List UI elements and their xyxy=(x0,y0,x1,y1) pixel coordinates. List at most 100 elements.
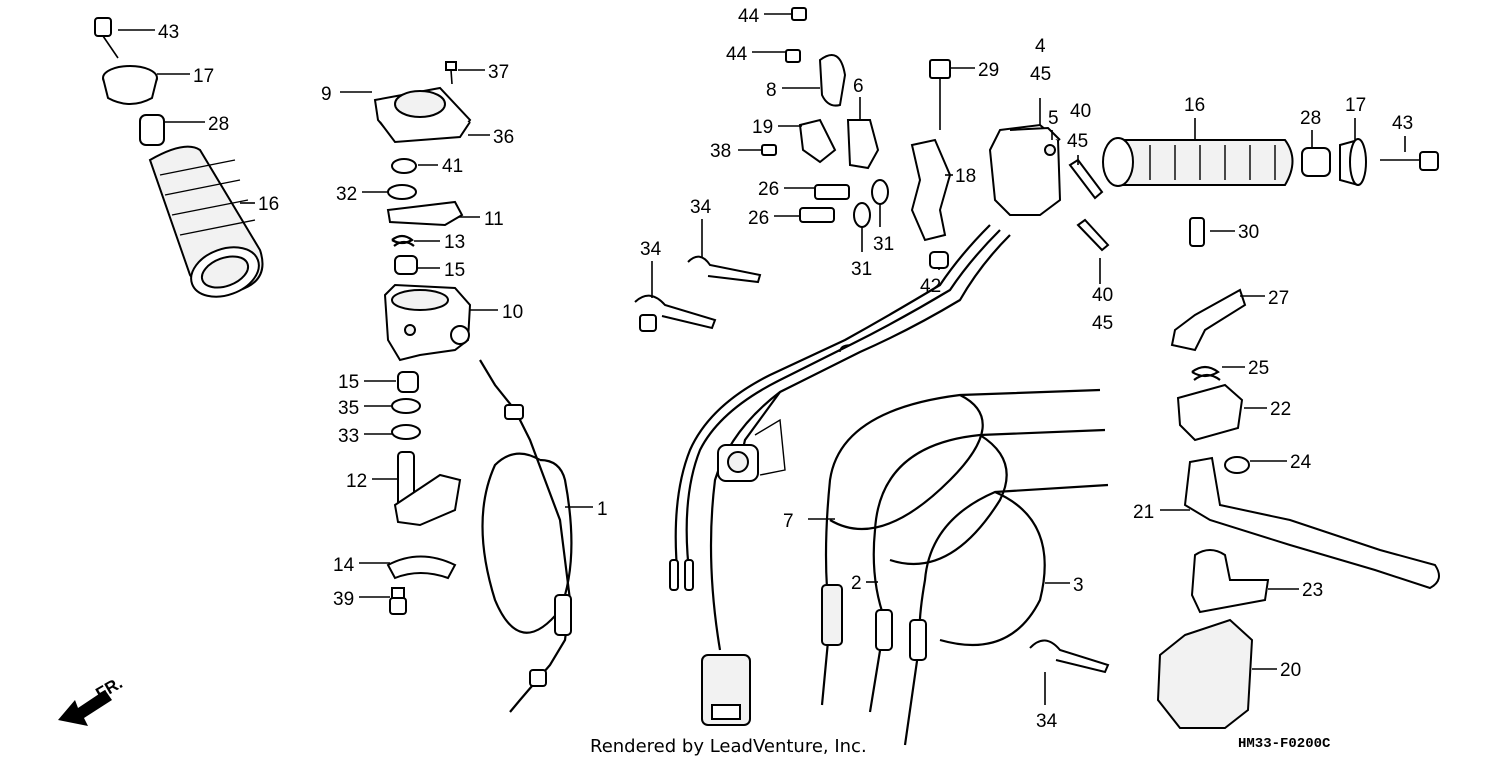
callout-number-c6: 6 xyxy=(853,76,864,97)
washer-33 xyxy=(391,424,421,440)
bolt-43-right xyxy=(1380,151,1439,171)
screw-26-b xyxy=(799,207,835,223)
callout-number-c41: 41 xyxy=(442,156,463,177)
screw-38 xyxy=(761,144,777,156)
screw-30 xyxy=(1189,217,1205,247)
callout-number-c17a: 17 xyxy=(193,66,214,87)
nut-24 xyxy=(1224,456,1250,474)
lever-cover-23 xyxy=(1190,549,1270,614)
callouts: 4317281693736413211131510153533121143944… xyxy=(118,6,1413,732)
callout-number-c25: 25 xyxy=(1248,358,1269,379)
screw-44-top xyxy=(791,7,807,21)
cable-2 xyxy=(868,428,1106,713)
callout-number-c23: 23 xyxy=(1302,580,1323,601)
nut-41 xyxy=(391,158,417,174)
switch-harness-group xyxy=(669,224,1011,726)
collar-28-right xyxy=(1301,147,1331,177)
cable-7 xyxy=(820,388,1101,706)
callout-number-c34b: 34 xyxy=(640,239,662,260)
bracket-19 xyxy=(798,118,837,164)
callout-number-c28b: 28 xyxy=(1300,108,1321,129)
lever-assembly xyxy=(1156,288,1440,729)
collar-28-left xyxy=(139,114,165,146)
callout-number-c17b: 17 xyxy=(1345,95,1366,116)
callout-number-c4: 4 xyxy=(1035,36,1046,57)
callout-number-c20: 20 xyxy=(1280,660,1301,681)
strap-34-top xyxy=(687,255,762,284)
callout-number-c35: 35 xyxy=(338,398,359,419)
grommet-42 xyxy=(929,251,949,269)
cable-3 xyxy=(903,483,1109,746)
callout-number-c40b: 40 xyxy=(1092,285,1113,306)
callout-number-c27: 27 xyxy=(1268,288,1289,309)
housing-cover-9 xyxy=(373,86,472,144)
grip-end-cap-17-left xyxy=(102,65,158,105)
callout-number-c34a: 34 xyxy=(690,197,712,218)
clamp-8 xyxy=(818,54,847,107)
strap-34-left xyxy=(634,294,717,332)
callout-number-c18: 18 xyxy=(955,166,976,187)
callout-number-c44b: 44 xyxy=(726,44,748,65)
callout-number-c26b: 26 xyxy=(748,208,769,229)
callout-number-c22: 22 xyxy=(1270,399,1291,420)
screw-44-second xyxy=(785,49,801,63)
lever-21 xyxy=(1183,456,1440,590)
callout-number-c33: 33 xyxy=(338,426,359,447)
spring-13 xyxy=(391,234,415,247)
callout-number-c44a: 44 xyxy=(738,6,760,27)
washer-31-a xyxy=(871,179,889,205)
switch-parts-group xyxy=(761,7,952,269)
callout-number-c43a: 43 xyxy=(158,22,179,43)
throttle-lever-12 xyxy=(393,451,462,527)
screw-26-a xyxy=(814,184,850,200)
bushing-15-upper xyxy=(394,255,418,275)
bolt-43-left xyxy=(94,17,119,59)
callout-number-c43b: 43 xyxy=(1392,113,1413,134)
callout-number-c45a: 45 xyxy=(1030,64,1051,85)
diagram-code: HM33-F0200C xyxy=(1238,736,1331,752)
washer-31-b xyxy=(853,202,871,228)
clamp-14 xyxy=(386,555,457,580)
callout-number-c16b: 16 xyxy=(1184,95,1205,116)
callout-number-c42: 42 xyxy=(920,276,941,297)
left-grip-group xyxy=(94,17,264,298)
washer-32 xyxy=(387,184,417,200)
callout-number-c26a: 26 xyxy=(758,179,779,200)
callout-number-c19: 19 xyxy=(752,117,773,138)
lever-boot-20 xyxy=(1156,618,1254,729)
callout-number-c36: 36 xyxy=(493,127,514,148)
callout-number-c12: 12 xyxy=(346,471,367,492)
grip-16-right xyxy=(1102,137,1294,187)
callout-number-c7: 7 xyxy=(783,511,794,532)
callout-number-c2: 2 xyxy=(851,573,862,594)
throttle-housing-10 xyxy=(383,283,472,362)
callout-number-c39: 39 xyxy=(333,589,354,610)
callout-number-c3: 3 xyxy=(1073,575,1084,596)
callout-number-c34c: 34 xyxy=(1036,711,1058,732)
callout-number-c13: 13 xyxy=(444,232,465,253)
callout-number-c37: 37 xyxy=(488,62,509,83)
callout-number-c45b: 45 xyxy=(1067,131,1088,152)
footer-credit: Rendered by LeadVenture, Inc. xyxy=(590,736,867,757)
callout-number-c10: 10 xyxy=(502,302,523,323)
spring-25 xyxy=(1191,365,1221,381)
throttle-cable-1 xyxy=(479,359,573,713)
washer-35 xyxy=(391,398,421,414)
callout-number-c8: 8 xyxy=(766,80,777,101)
grip-16-left xyxy=(148,145,264,298)
callout-number-c30: 30 xyxy=(1238,222,1259,243)
callout-number-c15b: 15 xyxy=(338,372,359,393)
callout-number-c16a: 16 xyxy=(258,194,279,215)
holder-22 xyxy=(1176,383,1244,442)
throttle-arm-11 xyxy=(386,200,464,227)
callout-number-c5: 5 xyxy=(1048,108,1059,129)
screws-40-45 xyxy=(1068,158,1110,252)
callout-number-c31b: 31 xyxy=(851,259,872,280)
callout-number-c28a: 28 xyxy=(208,114,229,135)
screw-39 xyxy=(389,587,407,615)
callout-number-c40a: 40 xyxy=(1070,101,1091,122)
grip-end-cap-17-right xyxy=(1339,138,1367,187)
right-grip-group xyxy=(1102,137,1439,247)
callout-number-c32: 32 xyxy=(336,184,357,205)
strap-34-bottom xyxy=(1029,639,1110,674)
